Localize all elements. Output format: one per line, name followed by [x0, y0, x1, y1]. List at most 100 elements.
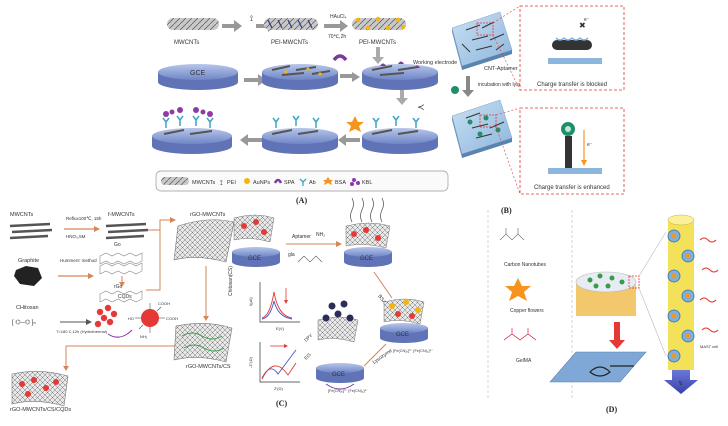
c-chitosan: CHitosan: [16, 305, 39, 311]
b-lysozymes: [467, 115, 501, 137]
c-gce-disk-4: [316, 363, 364, 373]
ab-icon: ≺: [417, 102, 425, 112]
c-graphite-chunk: [14, 266, 42, 286]
c-cqds: CQDs: [118, 294, 132, 300]
d-cnt-structure: [499, 228, 525, 241]
c-hno3: HNO₃,5M: [66, 234, 86, 239]
legend-mwcnt-icon: [161, 177, 189, 185]
c-gce-1: GCE: [248, 256, 261, 262]
a-arrow-1: [222, 20, 242, 32]
legend-ab-icon: [299, 178, 307, 186]
c-mwcnt-bundle: [9, 222, 53, 240]
a-pei-mwcnts-label: PEI-MWCNTs: [271, 40, 308, 46]
gce-disk-1: [158, 64, 238, 80]
b-blocked: Charge transfer is blocked: [537, 82, 607, 88]
legend-spa: SPA: [284, 180, 295, 186]
b-zoom-box-top: [476, 22, 494, 36]
d-copper-particles: [667, 229, 695, 363]
a-arrow-down-2: [396, 90, 408, 105]
c-rgo-mwcnts-top: rGO-MWCNTs: [190, 212, 226, 218]
c-final-composite-sheet: [11, 371, 69, 407]
c-rgo-mwcnt-cs-sheet: [173, 323, 233, 363]
c-eis-y: -Z''(Ω): [248, 356, 253, 368]
b-electrode-top: [451, 11, 513, 67]
c-bsa: BSA: [376, 294, 387, 306]
lysozyme-icon: [451, 86, 459, 94]
c-reflux: Reflux100℃, 15h: [66, 216, 102, 221]
c-rgo-mwcnts-cs-cqds: rGO-MWCNTs/CS/CQDs: [10, 407, 71, 413]
c-lysozyme-bound: [322, 300, 354, 322]
a-arrow-6: [338, 134, 360, 146]
b-e-top: e⁻: [584, 17, 590, 23]
c-cqd-dots: [94, 304, 118, 328]
c-rgo-mwcnts-cs: rGO-MWCNTs/CS: [186, 364, 231, 370]
d-gelma-structure: [503, 328, 537, 341]
d-copper-flowers: Copper flowers: [510, 308, 544, 314]
gce-disk-6: [362, 128, 438, 144]
kbl-clusters: [163, 107, 213, 117]
c-aptamer-strands: [350, 197, 384, 223]
c-ho: HO: [128, 316, 134, 321]
d-gelma: GelMA: [516, 358, 532, 364]
c-lysozyme: Lysozyme: [372, 348, 394, 366]
b-inset-cnt-2: [565, 136, 572, 168]
mwcnt-tube: [167, 18, 219, 30]
b-inset-electrode-2: [548, 168, 602, 174]
legend-ab: Ab: [309, 180, 316, 186]
b-cnt-aptamer: CNT-Aptamer: [484, 66, 518, 72]
b-cross-icon: ✖: [579, 21, 586, 30]
gce-disk-4: [152, 128, 232, 144]
panel-c: MWCNTs Reflux100℃, 15h HNO₃,5M f-MWCNTs …: [9, 197, 433, 413]
panel-b-label: (B): [501, 206, 512, 215]
c-aptamer: Aptamer: [292, 234, 311, 240]
a-arrow-down-1: [372, 47, 384, 64]
b-inset-enhanced: [519, 107, 625, 195]
d-carbon-nanotubes: Carbon Nanotubes: [504, 262, 546, 268]
a-arrow-3: [324, 20, 348, 32]
c-gce-3: GCE: [396, 332, 409, 338]
spa-icon: [332, 54, 348, 62]
c-cooh-1: COOH: [158, 301, 170, 306]
c-rgo: rGo: [114, 284, 123, 290]
c-go-hexagon-sheet: [99, 252, 143, 275]
b-inset-electrode-1: [548, 58, 602, 64]
pei-strands: [267, 19, 313, 29]
b-working-electrode: Working electrode: [413, 60, 457, 66]
a-haucl4: HAuCl₄: [330, 14, 347, 20]
c-dpv-y: I(μA): [248, 297, 253, 306]
c-graphite: Graphite: [18, 258, 39, 264]
b-e-bottom: e⁻: [587, 142, 593, 148]
c-gce-disk-1: [232, 247, 280, 257]
c-f-mwcnt-bundle: [105, 222, 149, 240]
d-blue-arrow: [664, 370, 698, 394]
bsa-icon: [346, 116, 364, 132]
c-gla: gla: [288, 252, 295, 258]
a-condition: 70℃,2h: [328, 34, 346, 40]
c-gce-disk-2: [344, 247, 392, 257]
legend-mwcnts: MWCNTs: [192, 180, 215, 186]
pei-mwcnt-tube: [264, 18, 318, 30]
b-zoom-box-bottom: [479, 114, 497, 128]
d-copper-flower-icon: [505, 278, 531, 301]
b-arrow-down: [462, 76, 474, 97]
c-gce-4: GCE: [332, 372, 345, 378]
c-rgo-hexagon-sheet: [99, 290, 143, 303]
d-mast-cell: MAST cell: [700, 344, 718, 349]
tubes-on-gce-2: [271, 65, 331, 76]
panel-a-label: (A): [296, 196, 307, 205]
c-dpv: DPV: [303, 333, 313, 343]
legend-spa-icon: [273, 178, 283, 184]
c-nh2-cqd: NH₂: [140, 334, 148, 339]
c-mwcnts: MWCNTs: [10, 212, 33, 218]
c-hummers: Hummers' method: [60, 258, 97, 263]
c-f-mwcnts: f-MWCNTs: [108, 212, 135, 218]
b-inset-cnt-1: [552, 40, 592, 50]
panel-c-label: (C): [276, 399, 287, 408]
c-dpv-plot: I(μA) E(V): [248, 282, 300, 331]
b-cnts-top: [461, 21, 505, 53]
c-chitosan-structure: [ ⌬─⌬ ]ₙ: [12, 319, 36, 326]
c-cooh-2: COOH: [166, 316, 178, 321]
a-arrow-4: [244, 74, 266, 86]
c-gce-composite-1: [233, 214, 275, 243]
